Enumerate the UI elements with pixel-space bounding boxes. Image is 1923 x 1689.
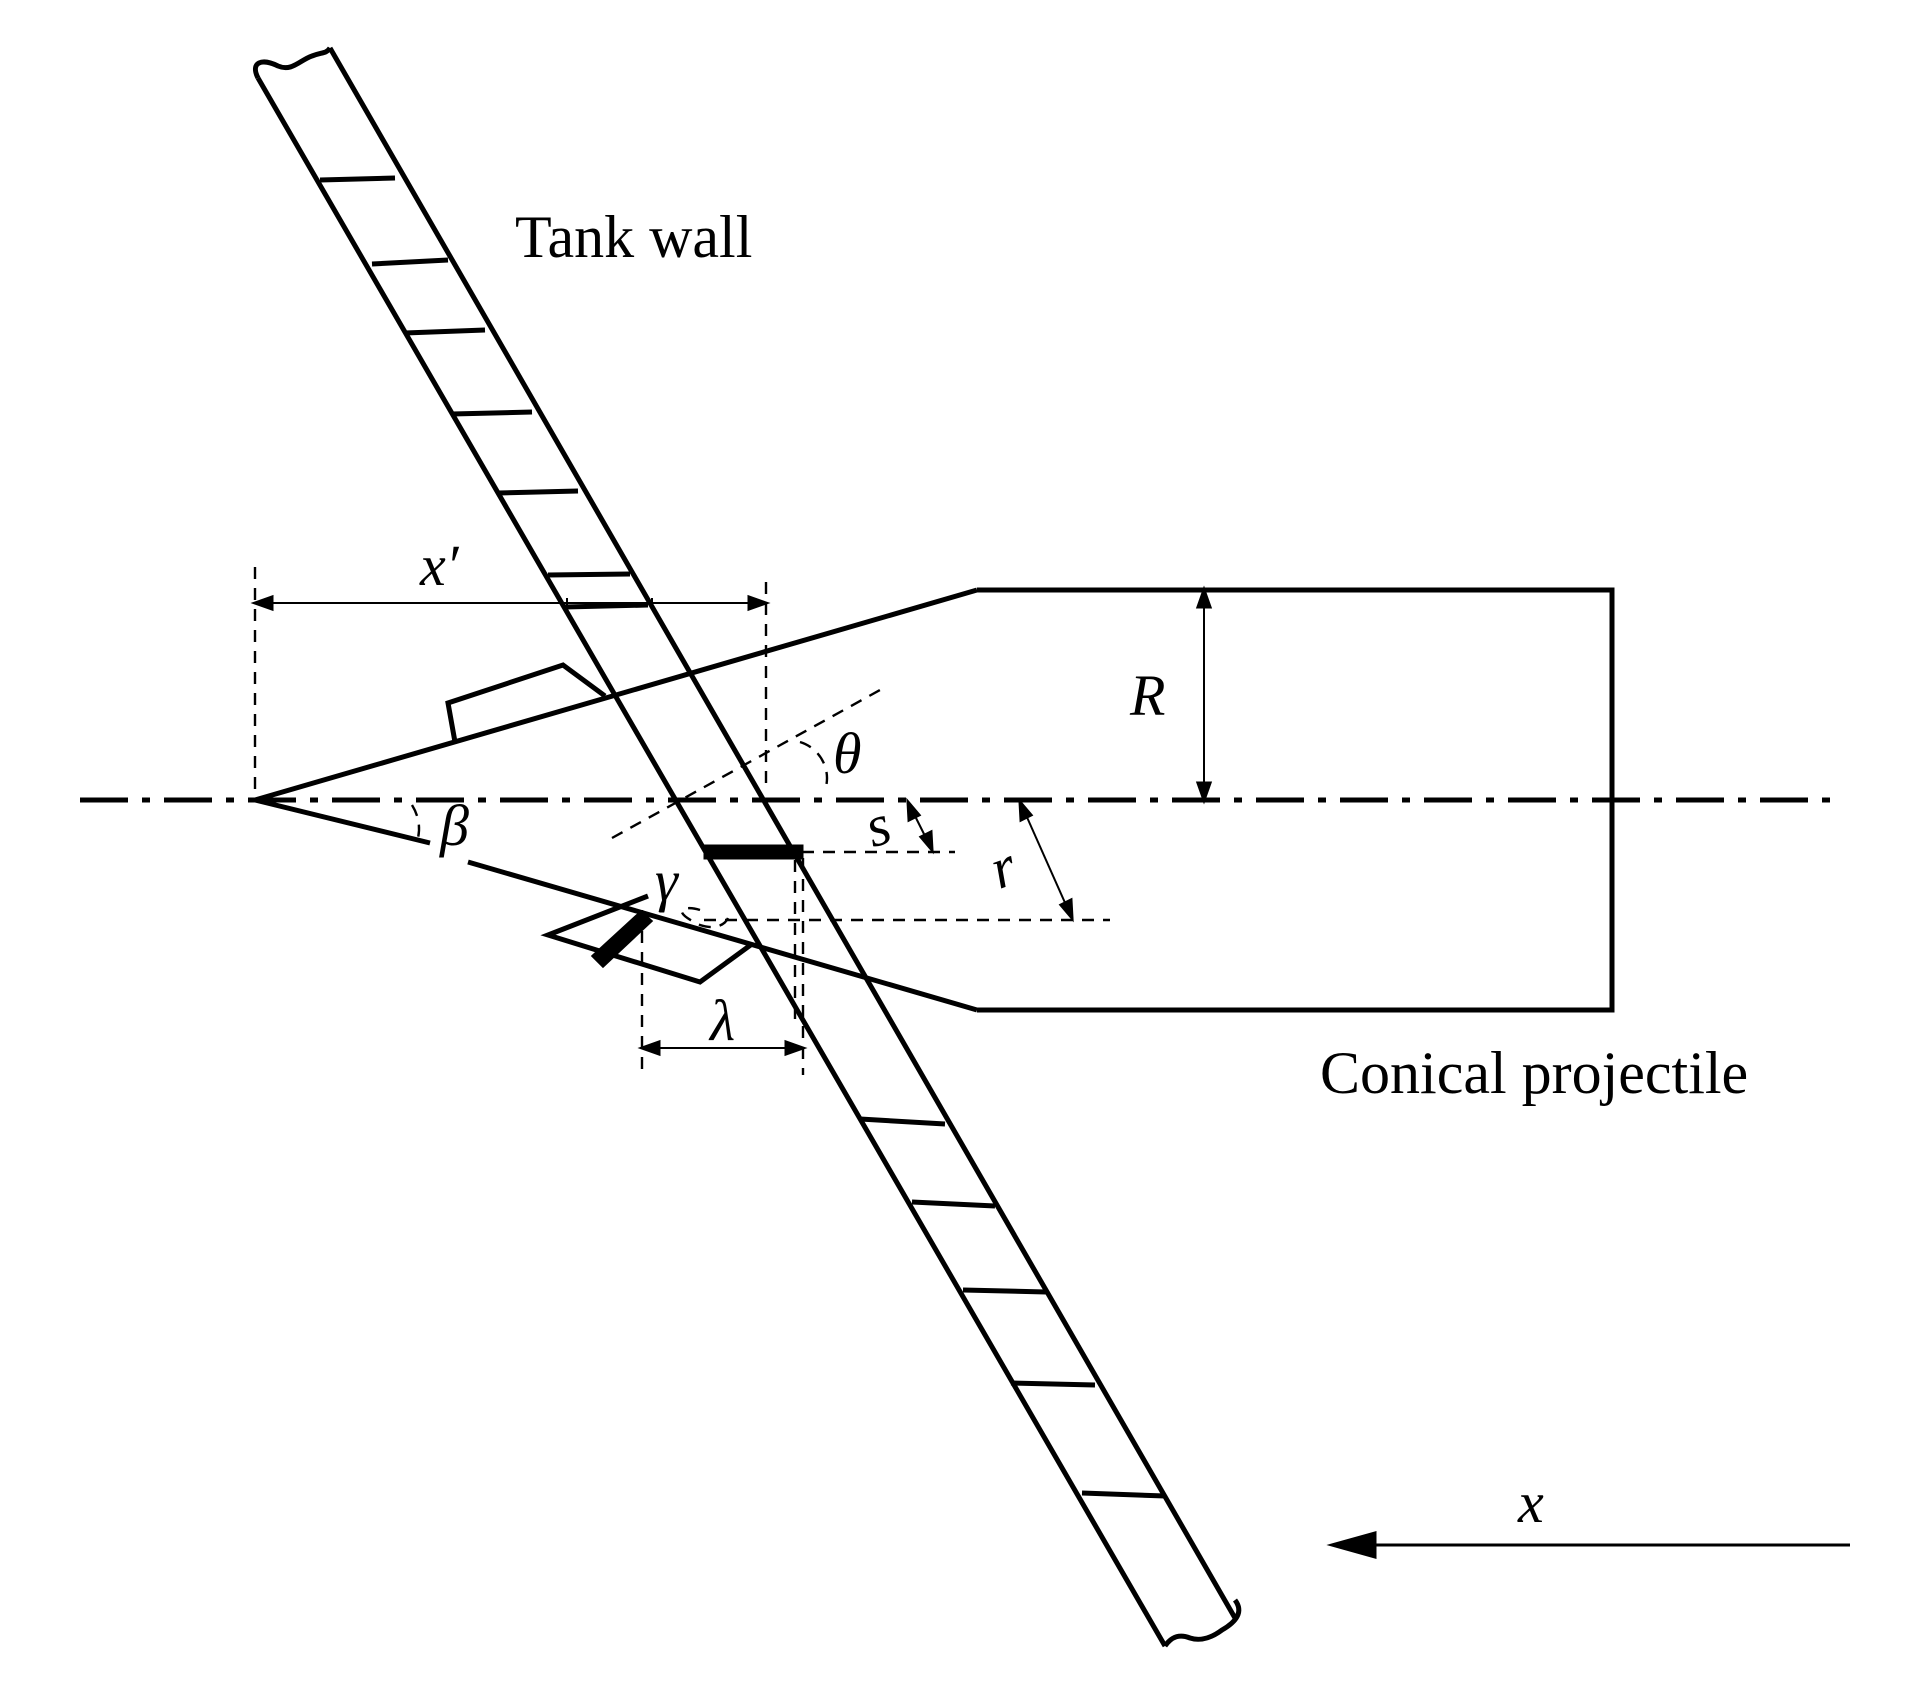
tank-wall-top-break [253, 46, 333, 80]
tank-wall-right-edge [327, 46, 1238, 1620]
tank-wall-bottom-break [1162, 1598, 1242, 1648]
r-label: r [981, 832, 1025, 901]
x-prime-arrow-right [747, 594, 771, 612]
upper-petal [445, 662, 607, 743]
conical-projectile [254, 587, 1615, 1013]
beta-label: β [439, 793, 469, 858]
beta-arc [410, 804, 421, 845]
r-dimension [1021, 805, 1071, 915]
contact-bar [703, 844, 804, 860]
x-direction-label: x [1517, 1470, 1544, 1535]
tank-wall-hatching-upper [319, 175, 649, 610]
wall-normal [611, 688, 881, 840]
x-prime-label: x′ [419, 533, 460, 598]
lambda-arrow-right [784, 1039, 808, 1057]
R-label: R [1129, 663, 1165, 728]
x-prime-arrow-left [250, 594, 274, 612]
theta-label: θ [833, 721, 862, 786]
s-label: s [857, 791, 899, 860]
lambda-label: λ [708, 988, 735, 1053]
cone-lower-flank-b [467, 859, 978, 1013]
r-arrow-top [1018, 797, 1034, 823]
r-arrow-bottom [1058, 897, 1074, 923]
s-arrow-top [906, 797, 922, 823]
lower-petal [540, 893, 754, 985]
theta-arc [799, 740, 829, 791]
cone-upper-flank [254, 587, 978, 803]
tank-wall-left-edge [255, 76, 1168, 1648]
tank-wall-label: Tank wall [515, 204, 752, 270]
lambda-arrow-left [637, 1039, 661, 1057]
gamma-arc [680, 906, 730, 929]
tank-wall [253, 46, 1242, 1648]
R-arrow-top [1195, 585, 1213, 609]
s-arrow-bottom [918, 829, 934, 855]
dimension-lines [250, 567, 1213, 1075]
x-arrow-head [1326, 1531, 1377, 1559]
gamma-label: γ [655, 848, 680, 913]
lower-petal-contact [590, 909, 654, 969]
conical-projectile-label: Conical projectile [1320, 1040, 1748, 1106]
R-arrow-bottom [1195, 781, 1213, 805]
cone-lower-flank-a [254, 797, 431, 846]
tank-wall-hatching-lower [859, 1116, 1166, 1499]
direction-arrow [1326, 1531, 1850, 1559]
